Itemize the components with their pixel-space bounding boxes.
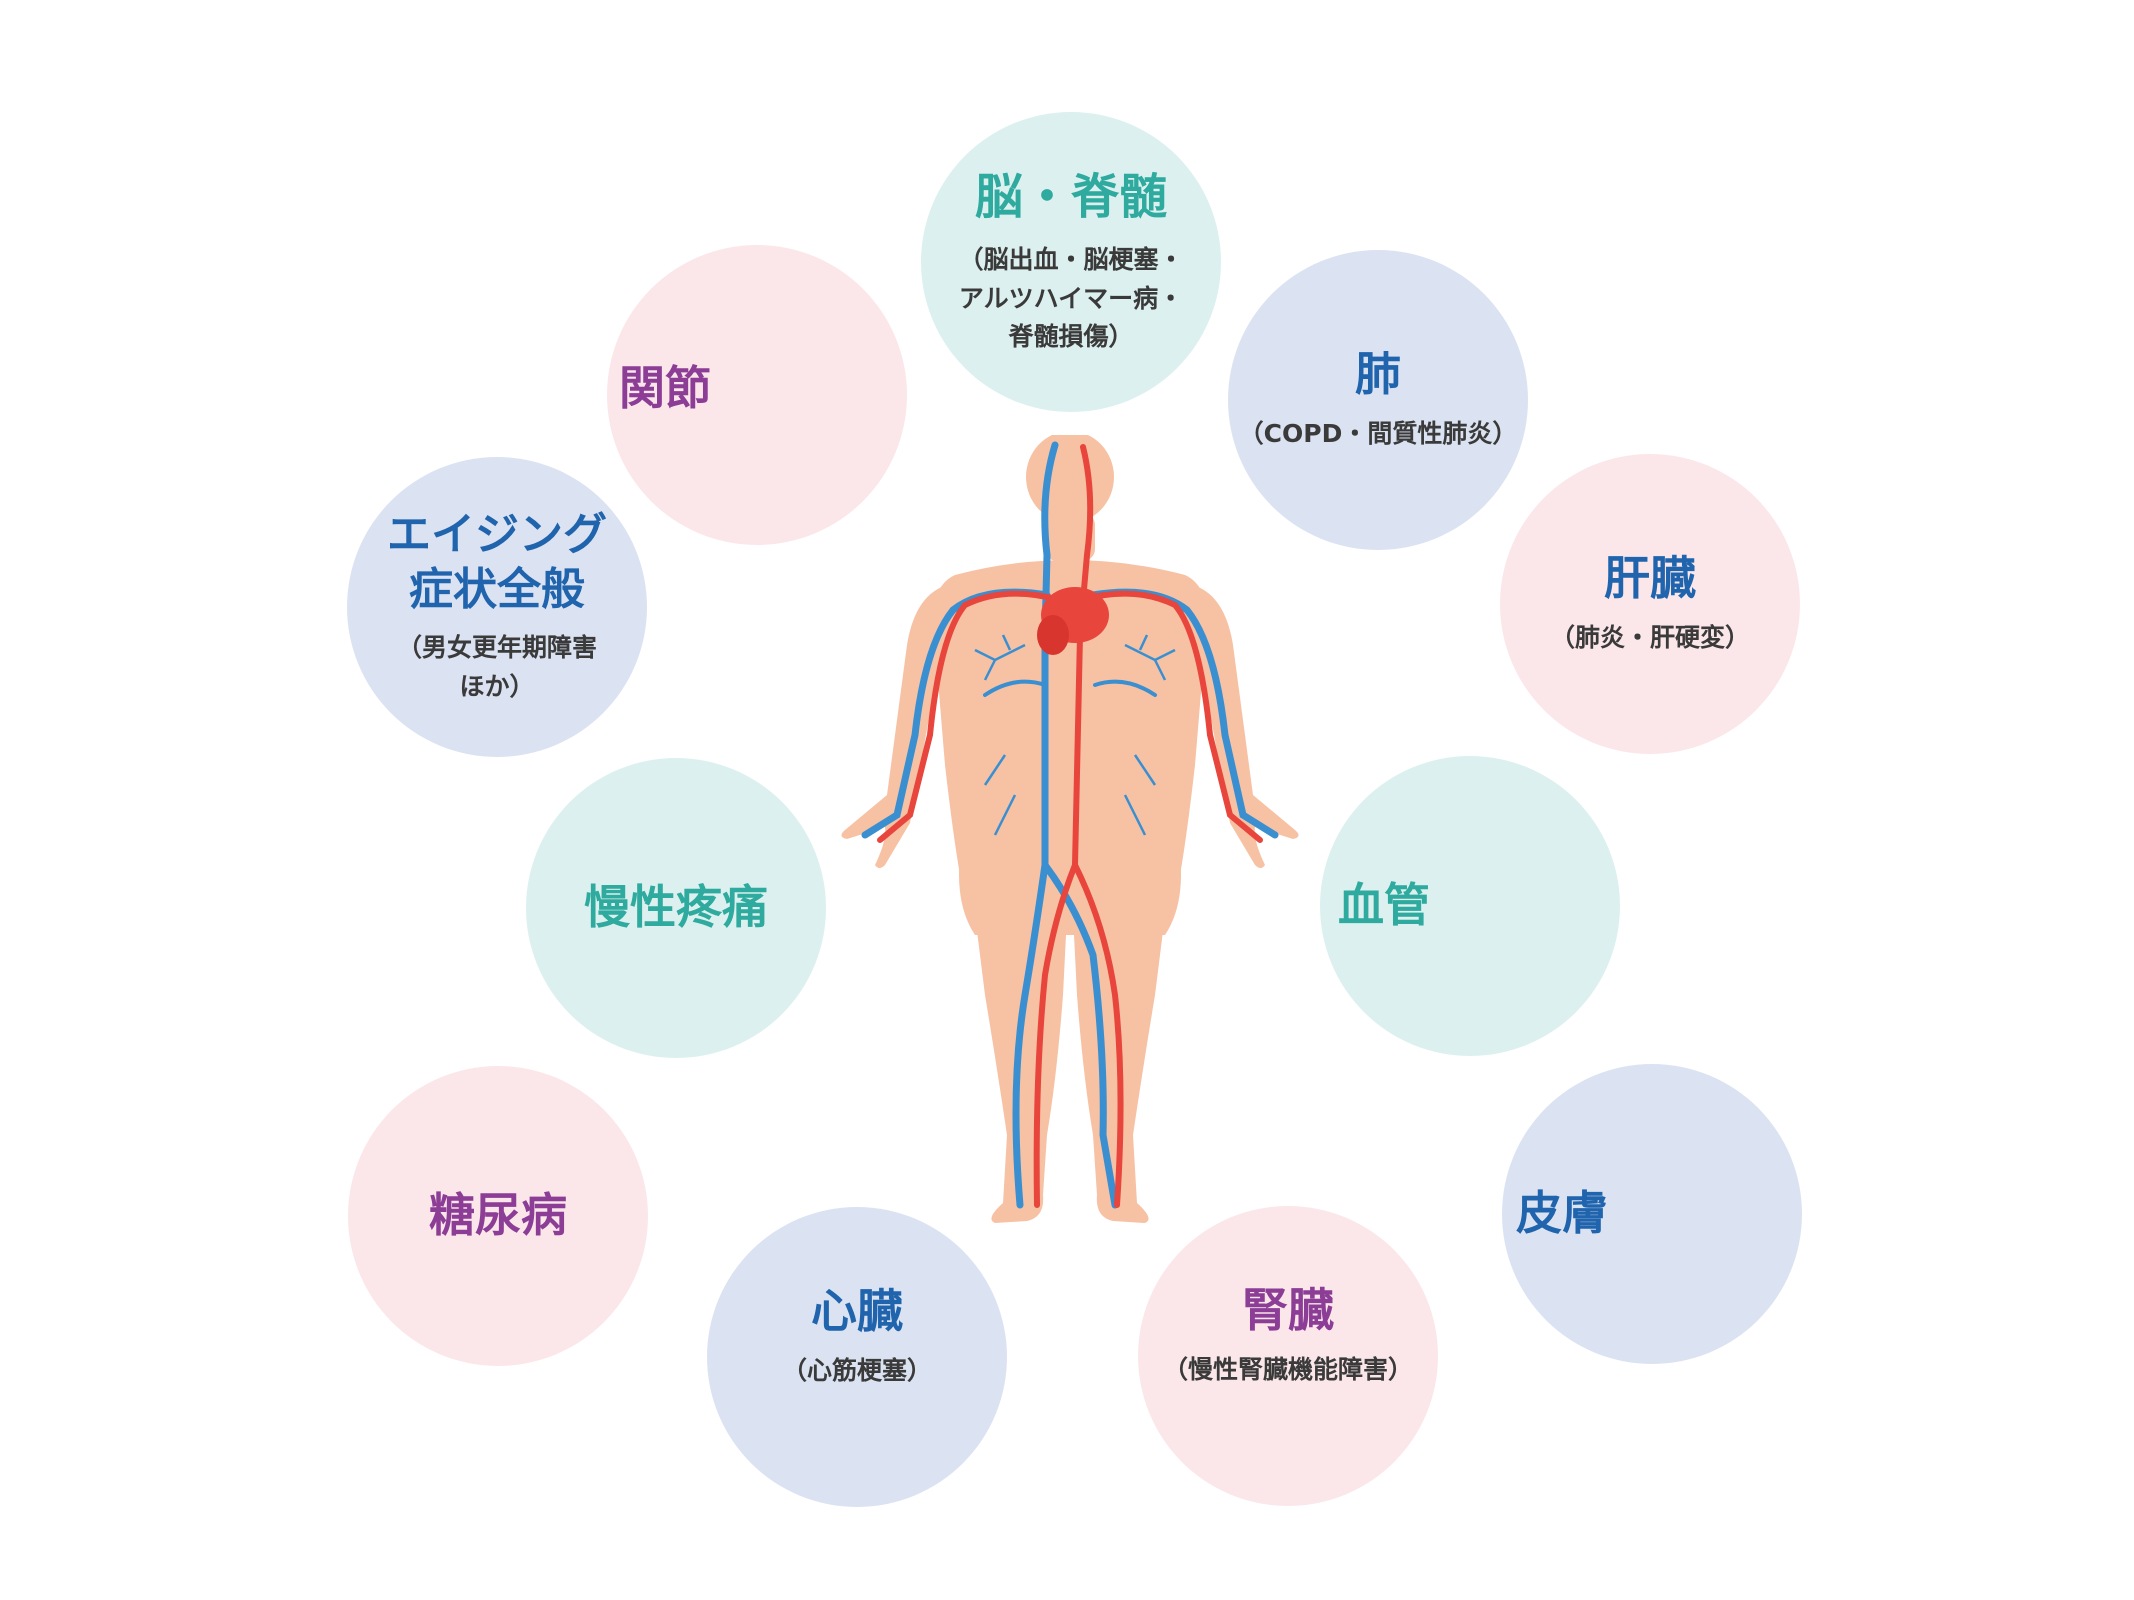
organ-title-aging-1: エイジング (387, 509, 607, 561)
organ-title-liver: 肝臓 (1604, 551, 1696, 606)
organ-bubble-kidney: 腎臓 （慢性腎臓機能障害） (1138, 1206, 1438, 1506)
organ-bubble-liver: 肝臓 （肺炎・肝硬変） (1500, 454, 1800, 754)
organ-title-lung: 肺 (1355, 347, 1401, 402)
organ-title-diabetes: 糖尿病 (429, 1188, 567, 1243)
organ-sub-liver: （肺炎・肝硬変） (1549, 622, 1750, 652)
organ-bubble-aging: エイジング 症状全般 （男女更年期障害 ほか） (347, 457, 647, 757)
organ-title-kidney: 腎臓 (1242, 1283, 1334, 1338)
organ-bubble-pain: 慢性疼痛 (526, 758, 826, 1058)
organ-sub-aging-1: （男女更年期障害 (396, 633, 597, 663)
organ-title-vessel: 血管 (1338, 878, 1430, 933)
organ-title-skin: 皮膚 (1516, 1186, 1608, 1241)
organ-title-joint: 関節 (619, 361, 711, 416)
organ-bubble-brain: 脳・脊髄 （脳出血・脳梗塞・ アルツハイマー病・ 脊髄損傷） (921, 112, 1221, 412)
organ-title-pain: 慢性疼痛 (584, 880, 768, 935)
human-circulatory-system-icon (841, 435, 1299, 1223)
organ-bubble-lung: 肺 （COPD・間質性肺炎） (1228, 250, 1528, 550)
figure-torso (933, 560, 1207, 875)
figure-arteries (877, 444, 1263, 1208)
organ-sub-lung: （COPD・間質性肺炎） (1238, 418, 1518, 448)
organ-sub-brain-1: （脳出血・脳梗塞・ (958, 244, 1184, 274)
organ-bubble-joint: 関節 (607, 245, 907, 545)
organ-sub-aging-2: ほか） (459, 672, 535, 701)
organ-sub-brain-3: 脊髄損傷） (1008, 322, 1134, 352)
figure-right-arm (1187, 585, 1299, 868)
organ-title-heart: 心臓 (811, 1284, 903, 1339)
organ-sub-kidney: （慢性腎臓機能障害） (1162, 1354, 1413, 1384)
organ-bubble-diabetes: 糖尿病 (348, 1066, 648, 1366)
organ-title-aging-2: 症状全般 (409, 564, 585, 616)
organ-bubble-vessel: 血管 (1320, 756, 1620, 1056)
figure-lung-vessels (974, 634, 1176, 836)
figure-left-arm (841, 585, 953, 868)
organ-title-brain: 脳・脊髄 (974, 168, 1167, 225)
organ-bubble-skin: 皮膚 (1502, 1064, 1802, 1364)
figure-head (1026, 435, 1114, 523)
figure-neck (1045, 513, 1095, 561)
organ-sub-brain-2: アルツハイマー病・ (958, 283, 1184, 313)
organ-sub-heart: （心筋梗塞） (781, 1355, 932, 1385)
figure-heart-icon (1037, 587, 1109, 655)
organ-bubble-heart: 心臓 （心筋梗塞） (707, 1207, 1007, 1507)
